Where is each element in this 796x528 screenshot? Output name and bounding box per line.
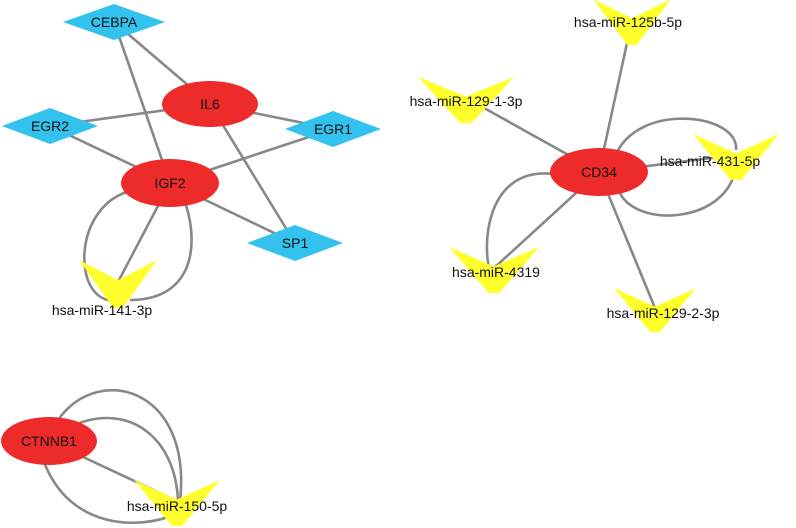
node-mir129_1[interactable]: hsa-miR-129-1-3p	[410, 77, 523, 123]
edge-cd34-mir125b	[597, 19, 634, 173]
node-label: IGF2	[154, 175, 185, 191]
node-mir125b[interactable]: hsa-miR-125b-5p	[574, 0, 682, 45]
edge-igf2-mir141-right	[129, 204, 193, 302]
node-cd34[interactable]: CD34	[550, 148, 648, 196]
node-label: hsa-miR-4319	[452, 264, 540, 280]
node-label: IL6	[200, 96, 220, 112]
node-ctnnb1[interactable]: CTNNB1	[1, 417, 97, 465]
tf-diamond	[2, 108, 98, 144]
tf-diamond	[285, 111, 381, 147]
node-label: EGR2	[31, 118, 69, 134]
node-label: EGR1	[314, 121, 352, 137]
node-label: hsa-miR-129-1-3p	[410, 93, 523, 109]
mirna-v-shape	[593, 0, 671, 45]
mirna-v-shape	[614, 288, 696, 332]
mirna-v-shape	[134, 480, 220, 526]
node-egr1[interactable]: EGR1	[285, 111, 381, 147]
mirna-v-shape	[693, 134, 779, 180]
mirna-v-shape	[79, 260, 157, 308]
node-egr2[interactable]: EGR2	[2, 108, 98, 144]
gene-ellipse	[121, 159, 219, 207]
edge-cebpa-igf2	[112, 21, 172, 184]
node-label: CEBPA	[91, 14, 138, 30]
edge-igf2-mir141-left	[83, 188, 137, 302]
edge-il6-sp1	[208, 103, 297, 244]
node-mir141[interactable]: hsa-miR-141-3p	[52, 260, 157, 318]
edge-ctnnb1-mir150-lower	[42, 461, 177, 524]
node-cebpa[interactable]: CEBPA	[63, 4, 165, 40]
node-sp1[interactable]: SP1	[247, 225, 343, 261]
node-label: hsa-miR-125b-5p	[574, 14, 682, 30]
node-igf2[interactable]: IGF2	[121, 159, 219, 207]
mirna-v-shape	[449, 247, 539, 293]
mirna-v-shape	[418, 77, 514, 123]
gene-ellipse	[550, 148, 648, 196]
node-label: hsa-miR-129-2-3p	[607, 305, 720, 321]
node-il6[interactable]: IL6	[162, 81, 258, 127]
edge-ctnnb1-mir150-outer	[56, 388, 183, 516]
tf-diamond	[247, 225, 343, 261]
node-label: CTNNB1	[21, 433, 77, 449]
gene-ellipse	[1, 417, 97, 465]
gene-ellipse	[162, 81, 258, 127]
node-mir129_2[interactable]: hsa-miR-129-2-3p	[607, 288, 720, 332]
node-label: hsa-miR-150-5p	[127, 498, 228, 514]
node-label: hsa-miR-431-5p	[660, 153, 761, 169]
edge-ctnnb1-mir150-inner	[71, 416, 180, 511]
node-label: CD34	[581, 164, 617, 180]
node-label: hsa-miR-141-3p	[52, 302, 153, 318]
node-mir150[interactable]: hsa-miR-150-5p	[127, 480, 228, 526]
node-label: SP1	[282, 235, 309, 251]
node-mir431[interactable]: hsa-miR-431-5p	[660, 134, 779, 180]
tf-diamond	[63, 4, 165, 40]
node-mir4319[interactable]: hsa-miR-4319	[449, 247, 540, 293]
edge-cd34-mir431-loop	[610, 117, 738, 217]
